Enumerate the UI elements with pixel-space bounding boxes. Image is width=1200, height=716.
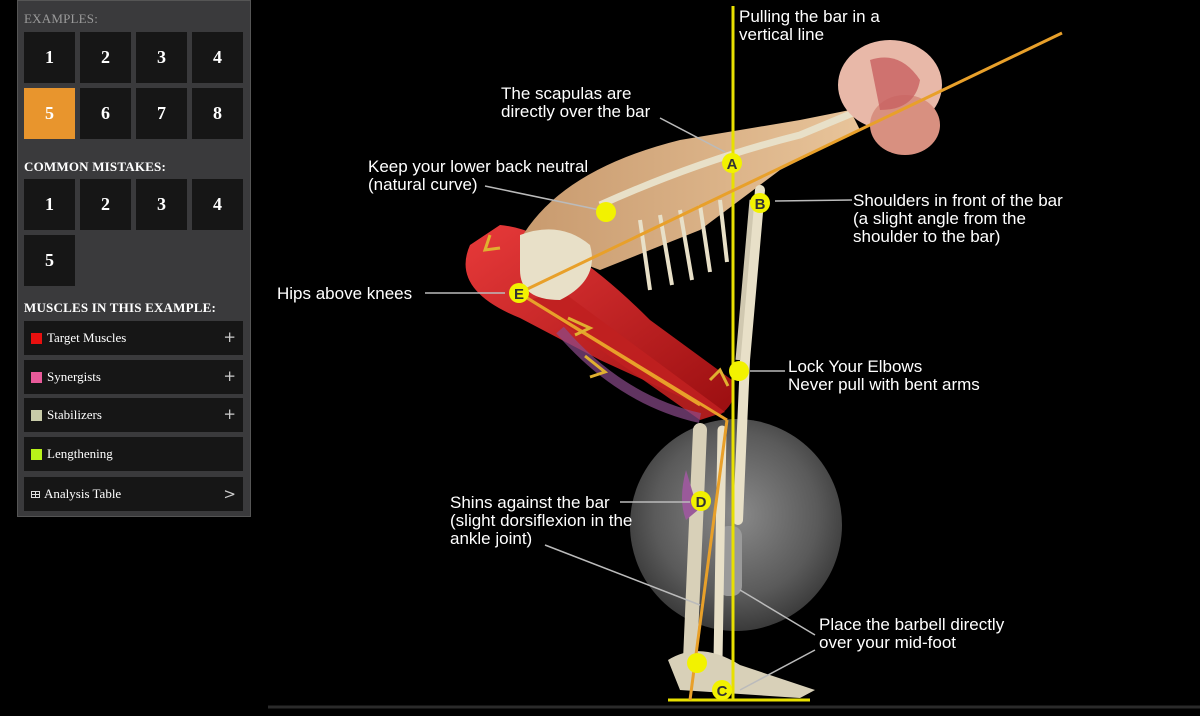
ankle-point [687,653,707,673]
svg-text:C: C [717,683,728,700]
mistake-button-5[interactable]: 5 [24,235,75,286]
annotation-shoulders: Shoulders in front of the bar (a slight … [853,191,1063,246]
analysis-label: Analysis Table [44,486,122,501]
svg-text:A: A [727,156,738,173]
analysis-table-link[interactable]: Analysis Table > [24,477,243,511]
elbow-point [729,361,749,381]
example-button-2[interactable]: 2 [80,32,131,83]
mistake-button-3[interactable]: 3 [136,179,187,230]
muscles-heading: MUSCLES IN THIS EXAMPLE: [24,300,217,315]
expand-icon[interactable]: + [223,328,236,346]
muscle-label: Stabilizers [47,407,102,422]
example-button-1[interactable]: 1 [24,32,75,83]
annotation-elbows: Lock Your Elbows Never pull with bent ar… [788,357,980,394]
annotation-pulling: Pulling the bar in a vertical line [739,7,880,44]
example-button-4[interactable]: 4 [192,32,243,83]
mistake-button-1[interactable]: 1 [24,179,75,230]
annotation-scapulas: The scapulas are directly over the bar [501,84,651,121]
marker-d: D [691,491,711,511]
example-button-6[interactable]: 6 [80,88,131,139]
muscle-row-lengthening[interactable]: Lengthening [24,437,243,471]
back-muscles [520,110,860,270]
table-icon [31,490,40,498]
muscle-label: Lengthening [47,446,113,461]
example-button-7[interactable]: 7 [136,88,187,139]
muscle-label: Target Muscles [47,330,127,345]
example-button-3[interactable]: 3 [136,32,187,83]
example-button-8[interactable]: 8 [192,88,243,139]
arm-bones [733,185,765,525]
annotation-hips: Hips above knees [277,284,413,303]
marker-c: C [712,680,732,700]
expand-icon[interactable]: + [223,405,236,423]
sidebar-panel: EXAMPLES: 1 2 3 4 5 6 7 8 COMMON MISTAKE… [17,0,251,517]
marker-e: E [509,283,529,303]
svg-text:D: D [696,494,707,511]
marker-b: B [750,193,770,213]
lengthening-swatch [31,448,42,460]
lower-back-point [596,202,616,222]
muscle-row-target[interactable]: Target Muscles + [24,321,243,355]
weight-plate [630,419,842,631]
examples-heading: EXAMPLES: [24,11,99,26]
mistakes-heading: COMMON MISTAKES: [24,159,166,174]
mistake-button-2[interactable]: 2 [80,179,131,230]
synergists-swatch [31,371,42,383]
annotation-shins: Shins against the bar (slight dorsiflexi… [450,493,633,548]
muscle-label: Synergists [47,369,101,384]
svg-text:B: B [755,196,766,213]
svg-text:E: E [514,286,524,303]
target-swatch [31,332,42,344]
annotation-lower-back: Keep your lower back neutral (natural cu… [368,157,589,194]
expand-icon[interactable]: + [223,367,236,385]
marker-a: A [722,153,742,173]
muscle-row-stabilizers[interactable]: Stabilizers + [24,398,243,432]
example-button-5[interactable]: 5 [24,88,75,139]
muscle-row-synergists[interactable]: Synergists + [24,360,243,394]
mistake-button-4[interactable]: 4 [192,179,243,230]
annotation-barbell: Place the barbell directly over your mid… [819,615,1005,652]
chevron-right-icon: > [223,485,236,503]
stabilizers-swatch [31,409,42,421]
